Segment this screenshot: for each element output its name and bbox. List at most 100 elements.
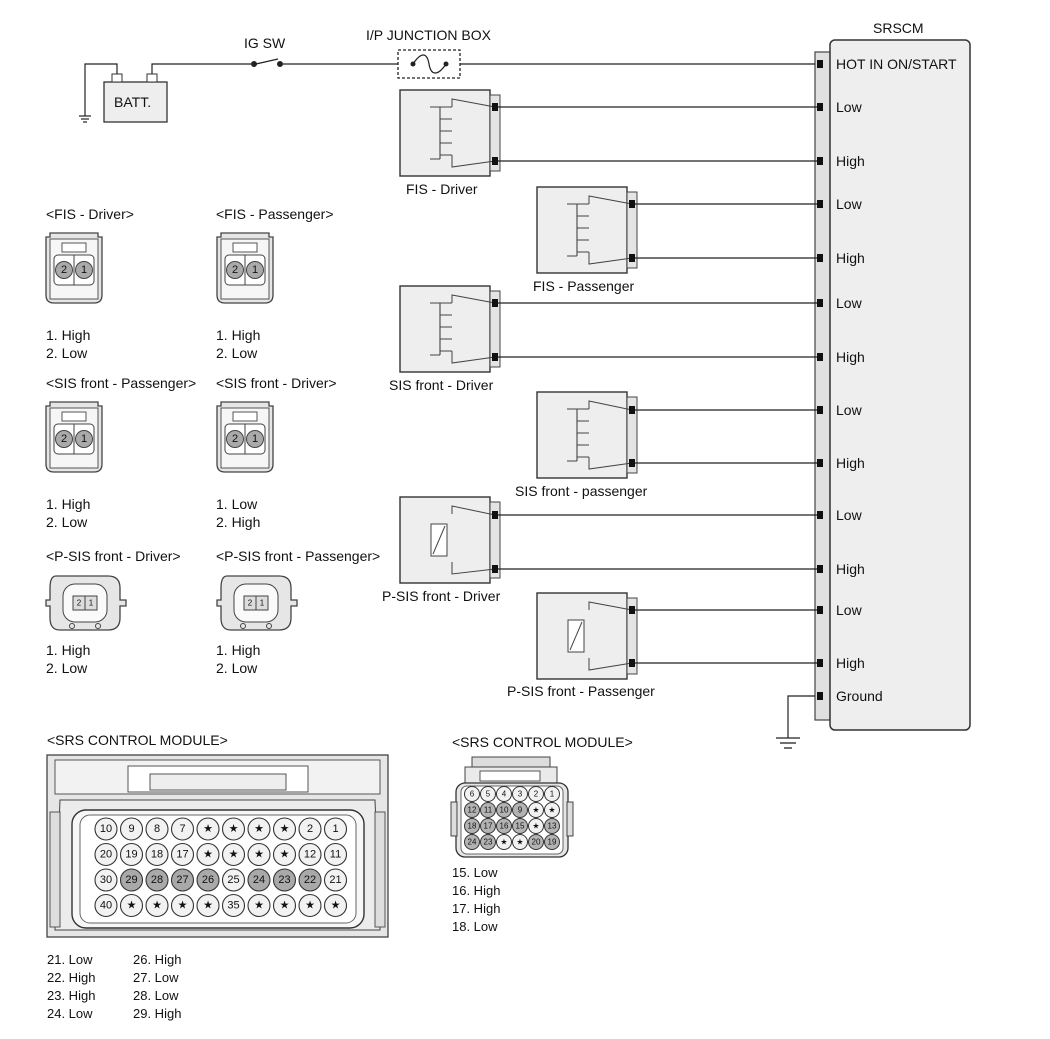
srs-big-pin-number: 35 [227, 900, 239, 912]
srs-big-pin-number: ★ [203, 849, 213, 861]
connector-title: <FIS - Driver> [46, 206, 134, 222]
srs-small-pin-number: 4 [502, 790, 507, 799]
srscm-pin-label: High [836, 153, 865, 169]
connector-face [45, 575, 127, 631]
srs-big-pin [221, 868, 246, 892]
srscm-pin-label: High [836, 250, 865, 266]
srs-small-legend-item: 18. Low [452, 919, 498, 934]
connector-pin-assignment: 2. Low [216, 660, 258, 676]
srs-big-pin-number: 2 [307, 823, 313, 835]
srs-small-pin [544, 786, 560, 802]
srs-small-pin [528, 786, 544, 802]
srs-big-pin-number: ★ [203, 823, 213, 835]
srs-big-pin-number: ★ [254, 849, 264, 861]
srs-big-pin [247, 868, 271, 892]
srs-small-pin-number: 17 [484, 822, 493, 831]
srscm-pin-terminal [817, 353, 823, 361]
srs-small-title: <SRS CONTROL MODULE> [452, 734, 633, 750]
srs-big-pin [323, 893, 348, 918]
battery-label: BATT. [114, 94, 151, 110]
srs-big-pin-number: ★ [178, 900, 188, 912]
srs-small-pin-number: 2 [534, 790, 539, 799]
srs-big-pin [221, 893, 246, 918]
srs-big-pin-number: ★ [280, 900, 290, 912]
ig-switch [251, 58, 283, 67]
srs-big-legend-item: 24. Low [47, 1006, 93, 1021]
srs-big-legend-item: 22. High [47, 970, 95, 985]
connector-title: <SIS front - Passenger> [46, 375, 196, 391]
srscm-pin-label: Low [836, 196, 863, 212]
srs-big-pin-number: 21 [329, 874, 341, 886]
junction-box [397, 49, 461, 79]
connector-face [216, 575, 298, 631]
connector-pin-assignment: 1. High [216, 642, 260, 658]
srs-small-pin-number: 9 [518, 806, 523, 815]
srs-big-pin-number: ★ [152, 900, 162, 912]
connector-pin-assignment: 1. High [216, 327, 260, 343]
srs-big-pin [247, 893, 271, 918]
srs-big-pin [119, 817, 144, 841]
srs-small-pin [464, 818, 480, 834]
srs-big-pin-number: 26 [202, 874, 214, 886]
srs-big-pin-number: 25 [227, 874, 239, 886]
connector-view: <FIS - Passenger> 1. High 2. Low [216, 206, 334, 361]
srs-big-pin-number: 8 [154, 823, 160, 835]
srscm-title: SRSCM [873, 20, 924, 36]
connector-pin-assignment: 1. Low [216, 496, 258, 512]
srs-small-pin [480, 786, 496, 802]
connector-title: <FIS - Passenger> [216, 206, 334, 222]
srscm-pin-terminal [817, 254, 823, 262]
srs-small-pin-number: ★ [516, 838, 523, 847]
srs-small-pin-number: ★ [532, 822, 539, 831]
srs-small-pin [496, 786, 512, 802]
srs-big-legend-item: 29. High [133, 1006, 181, 1021]
connector-title: <SIS front - Driver> [216, 375, 337, 391]
srs-big-pin-number: 12 [304, 849, 316, 861]
srs-big-pin-number: 30 [100, 874, 112, 886]
srscm-pin-terminal [817, 659, 823, 667]
airbag-psis-front-passenger [536, 592, 638, 680]
airbag-sis-front-driver [399, 285, 501, 373]
airbag-psis-front-driver [399, 496, 501, 584]
connector-pin-assignment: 2. Low [46, 660, 88, 676]
battery: BATT. [103, 73, 168, 123]
srs-big-pin [272, 893, 297, 918]
srs-big-pin-number: 27 [176, 874, 188, 886]
connector-pin-assignment: 2. Low [216, 345, 258, 361]
airbag-label: SIS front - passenger [515, 483, 648, 499]
srs-big-pin-number: ★ [280, 849, 290, 861]
airbag-label: P-SIS front - Driver [382, 588, 501, 604]
srscm-box [829, 39, 971, 731]
srs-small-pin [544, 818, 560, 834]
srs-small-pin [544, 802, 560, 818]
srscm-ground-symbol [776, 737, 800, 749]
srs-small-pin [480, 818, 496, 834]
srs-big-pin-number: 40 [100, 900, 112, 912]
srs-big-pin [145, 868, 169, 892]
airbag-fis-passenger [536, 186, 638, 274]
srs-small-pin [464, 834, 480, 850]
connector-pin-assignment: 1. High [46, 642, 90, 658]
airbag-fis-driver [399, 89, 501, 177]
power-wire-1 [151, 63, 251, 74]
srscm-pin-terminal [817, 606, 823, 614]
connector-pin-assignment: 2. Low [46, 345, 88, 361]
srs-big-pin-number: 17 [176, 849, 188, 861]
srs-big-pin [119, 893, 144, 918]
srs-big-pin-number: 10 [100, 823, 112, 835]
srs-small-pin-number: 19 [548, 838, 557, 847]
srs-big-legend-item: 23. High [47, 988, 95, 1003]
connector-pin-assignment: 2. High [216, 514, 260, 530]
srs-small-pin-number: 20 [532, 838, 541, 847]
srs-big-pin [94, 868, 118, 892]
srs-big-pin [145, 817, 169, 841]
srs-big-pin [323, 868, 348, 892]
srs-small-pin [480, 834, 496, 850]
srs-small-pin-number: ★ [548, 806, 555, 815]
srs-big-pin-number: ★ [229, 823, 239, 835]
srs-small-pin [496, 818, 512, 834]
srs-small-pin-number: 23 [484, 838, 493, 847]
srs-big-pin [94, 893, 118, 918]
